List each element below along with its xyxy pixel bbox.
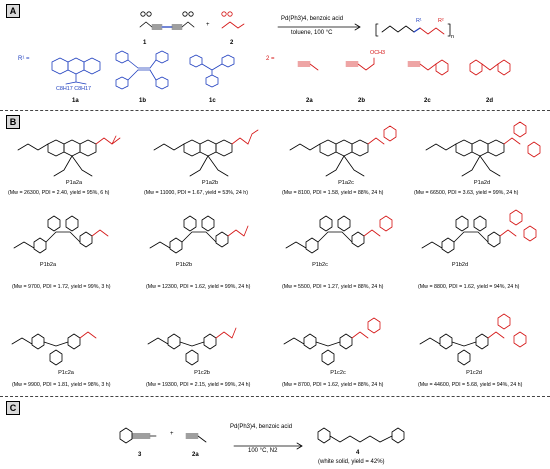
monomer-2b-label: 2b [358, 98, 366, 104]
monomer-2d-label: 2d [486, 98, 494, 104]
monomer-1a-label: 1a [72, 98, 79, 104]
conditions-c-top: Pd(Ph3)4, benzoic acid [230, 424, 293, 430]
polymer-meta: (Mw = 8700, PDI = 1.62, yield = 88%, 24 … [282, 382, 384, 388]
polymer-name: P1a2c [338, 180, 354, 186]
polymer-name: P1c2c [330, 370, 346, 376]
polymer-meta: (Mw = 9900, PDI = 1.81, yield = 98%, 3 h… [12, 382, 111, 388]
monomer-1b-structure [115, 50, 169, 90]
polymer-meta: (Mw = 44600, PDI = 5.68, yield = 94%, 24… [418, 382, 523, 388]
reactant-2a-number: 2a [192, 452, 199, 458]
fluorene-substituents: C8H17 C8H17 [56, 86, 92, 92]
monomer-1c-structure [189, 54, 235, 88]
polymer-name: P1a2d [473, 180, 491, 186]
product-a-r1: R¹ [416, 18, 422, 24]
polymer-meta: (Mw = 5500, PDI = 1.27, yield = 88%, 24 … [282, 284, 384, 290]
polymer-meta: (Mw = 26300, PDI = 2.40, yield = 95%, 6 … [8, 190, 110, 196]
product-4-number: 4 [356, 450, 360, 456]
polymer-name: P1c2d [466, 370, 482, 376]
polymer-meta: (Mw = 9700, PDI = 1.72, yield = 99%, 3 h… [12, 284, 111, 290]
monomer-1b-label: 1b [139, 98, 147, 104]
monomer-2a-label: 2a [306, 98, 313, 104]
polymer-name: P1a2a [65, 180, 83, 186]
ester-group-label: OCH3 [370, 50, 385, 56]
polymer-meta: (Mw = 12300, PDI = 1.62, yield = 99%, 24… [146, 284, 251, 290]
product-a-n-subscript: n [451, 34, 454, 40]
reactant-2-structure [221, 11, 245, 29]
r2-definition: 2 = [266, 56, 275, 62]
panel-c-tag: C [6, 401, 20, 415]
product-a-r2: R² [438, 18, 444, 24]
polymer-name: P1b2a [39, 262, 57, 268]
polymer-name: P1c2a [58, 370, 74, 376]
plus-sign-c: + [170, 431, 174, 437]
polymer-meta: (Mw = 19300, PDI = 2.15, yield = 99%, 24… [146, 382, 251, 388]
product-4-note: (white solid, yield = 42%) [318, 459, 385, 465]
polymer-meta: (Mw = 8800, PDI = 1.62, yield = 94%, 24 … [418, 284, 520, 290]
product-polymer-structure [375, 23, 451, 37]
monomer-1c-label: 1c [209, 98, 216, 104]
conditions-c-bottom: 100 °C, N2 [248, 448, 278, 454]
reactant-1-structure [139, 11, 195, 30]
panel-c-structures [119, 427, 405, 450]
polymer-meta: (Mw = 11000, PDI = 1.67, yield = 53%, 24… [144, 190, 248, 196]
reactant-1-number: 1 [143, 40, 147, 46]
plus-sign-a: + [206, 22, 210, 28]
divider-a-b [0, 110, 550, 111]
reactant-2-number: 2 [230, 40, 234, 46]
polymer-meta: (Mw = 66500, PDI = 3.63, yield = 99%, 24… [414, 190, 519, 196]
panel-b-structures [11, 121, 541, 366]
monomer-2c-label: 2c [424, 98, 431, 104]
panel-a-tag: A [6, 4, 20, 18]
reactant-3-number: 3 [138, 452, 142, 458]
conditions-a-top: Pd(Ph3)4, benzoic acid [281, 16, 344, 22]
polymer-name: P1b2b [175, 262, 193, 268]
conditions-a-bottom: toluene, 100 °C [291, 30, 333, 36]
divider-b-c [0, 396, 550, 397]
polymer-name: P1a2b [201, 180, 219, 186]
polymer-name: P1c2b [194, 370, 210, 376]
monomer-1a-structure [51, 57, 101, 85]
polymer-name: P1b2c [312, 262, 328, 268]
r1-definition: R¹ = [18, 56, 30, 62]
monomers-2-structures [297, 57, 511, 76]
panel-b-tag: B [6, 115, 20, 129]
polymer-name: P1b2d [451, 262, 469, 268]
polymer-meta: (Mw = 8100, PDI = 1.58, yield = 88%, 24 … [282, 190, 384, 196]
